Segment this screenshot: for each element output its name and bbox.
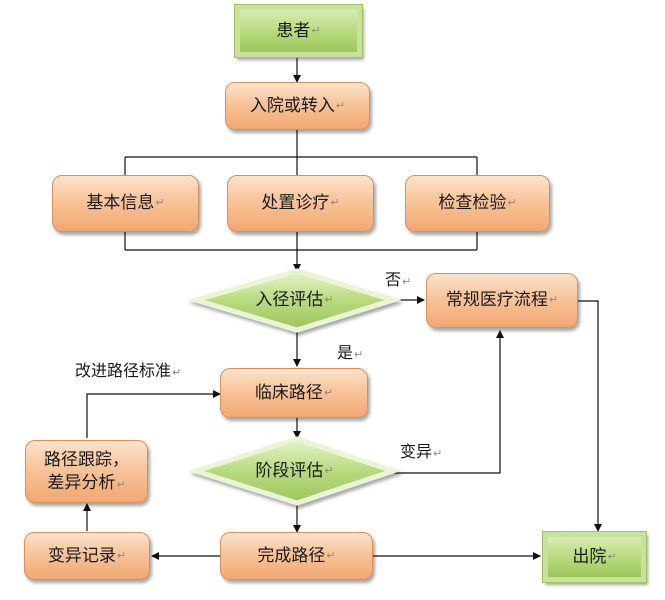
complete-pathway-node: 完成路径↵ bbox=[220, 532, 373, 580]
tracking-analysis-line2: 差异分析 bbox=[47, 472, 116, 493]
stage-evaluation-label: 阶段评估 bbox=[255, 460, 324, 481]
treatment-label: 处置诊疗 bbox=[261, 193, 330, 214]
variation-record-label: 变异记录 bbox=[47, 545, 116, 566]
clinical-pathway-node: 临床路径↵ bbox=[220, 368, 368, 418]
admission-label: 入院或转入 bbox=[249, 95, 335, 116]
patient-node: 患者↵ bbox=[234, 4, 363, 58]
edge-label-improve-standard: 改进路径标准↵ bbox=[75, 361, 182, 380]
edge-label-no: 否↵ bbox=[385, 270, 412, 289]
variation-record-node: 变异记录↵ bbox=[24, 532, 150, 580]
entry-evaluation-label: 入径评估 bbox=[255, 290, 324, 311]
basic-info-node: 基本信息↵ bbox=[52, 175, 199, 232]
stage-evaluation-node: 阶段评估↵ bbox=[255, 460, 334, 481]
examination-node: 检查检验↵ bbox=[405, 175, 550, 232]
examination-label: 检查检验 bbox=[438, 193, 507, 214]
patient-label: 患者 bbox=[276, 20, 311, 41]
edge-stage-routine bbox=[393, 330, 504, 474]
edge-routine-discharge bbox=[578, 300, 602, 532]
entry-evaluation-node: 入径评估↵ bbox=[255, 290, 334, 311]
basic-info-label: 基本信息 bbox=[86, 193, 155, 214]
edge-label-variation: 变异↵ bbox=[400, 442, 443, 461]
clinical-pathway-label: 临床路径 bbox=[254, 382, 323, 403]
edge-tracking-clinical bbox=[86, 390, 221, 438]
tracking-analysis-line1: 路径跟踪， bbox=[44, 449, 129, 470]
treatment-node: 处置诊疗↵ bbox=[227, 175, 374, 232]
routine-process-label: 常规医疗流程 bbox=[445, 290, 548, 311]
tracking-analysis-node: 路径跟踪， 差异分析↵ bbox=[25, 440, 148, 503]
stage-evaluation-diamond bbox=[187, 436, 401, 506]
admission-node: 入院或转入↵ bbox=[225, 82, 370, 130]
discharge-node: 出院↵ bbox=[542, 531, 647, 583]
complete-pathway-label: 完成路径 bbox=[257, 545, 326, 566]
entry-evaluation-diamond bbox=[187, 268, 402, 333]
routine-process-node: 常规医疗流程↵ bbox=[426, 273, 578, 328]
edge-label-yes: 是↵ bbox=[337, 343, 364, 362]
discharge-label: 出院 bbox=[572, 546, 607, 567]
